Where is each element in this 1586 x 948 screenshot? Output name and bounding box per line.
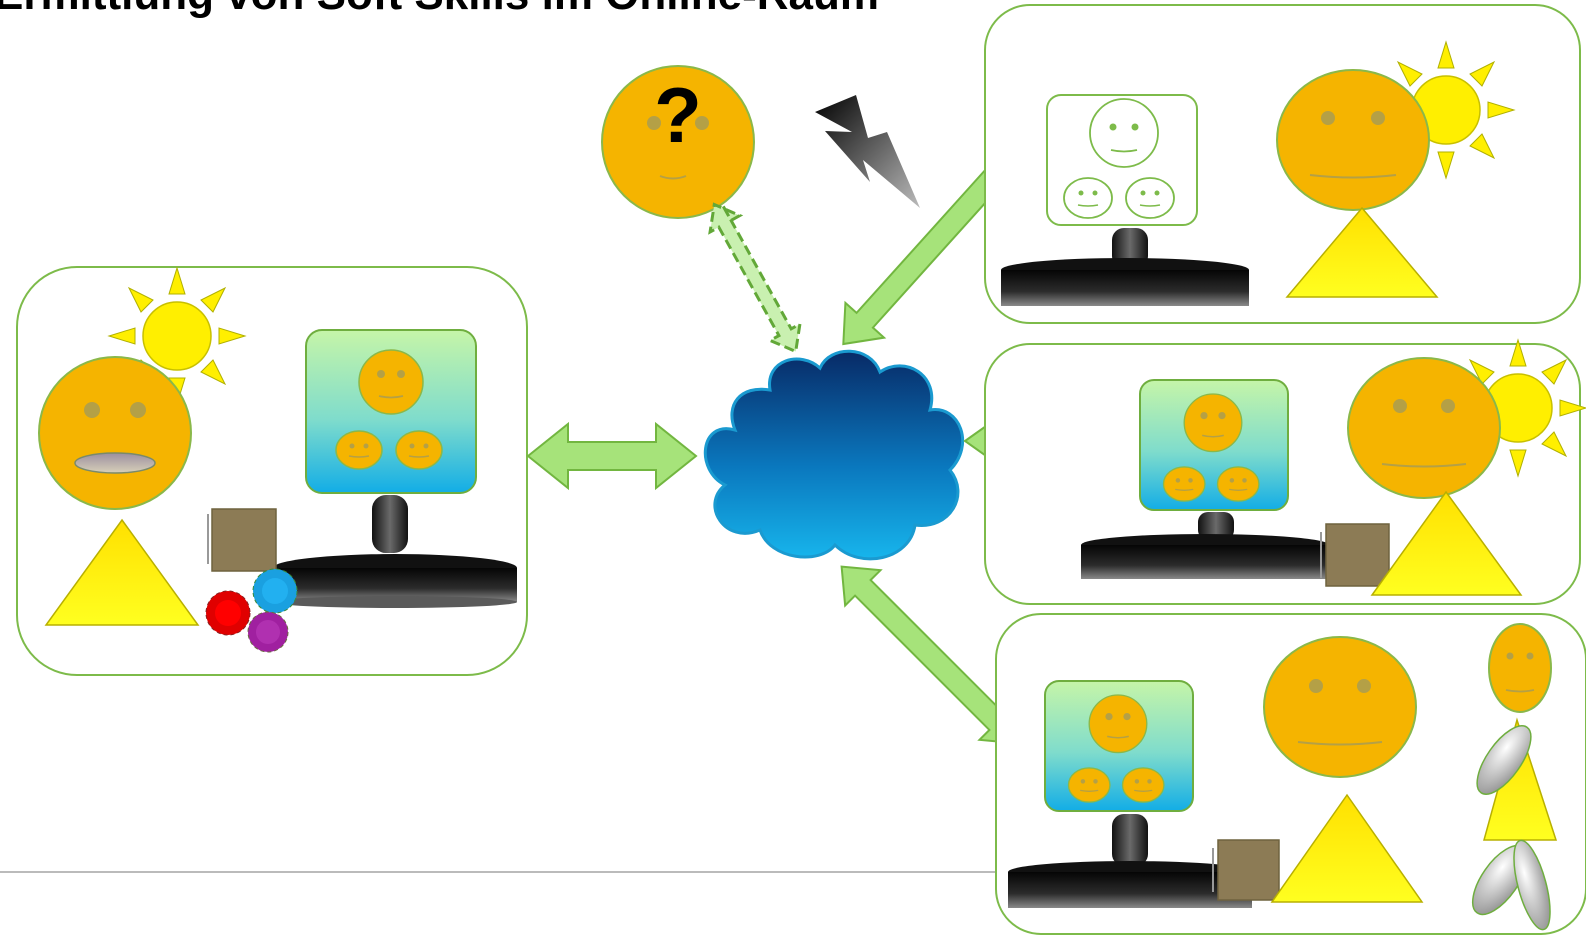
- questioning-face-icon: ?: [601, 65, 755, 219]
- smiling-face-icon: [1263, 636, 1417, 778]
- smiling-face-icon: [1276, 69, 1430, 211]
- small-figure-icon: [1471, 623, 1558, 931]
- computer-monitor-icon: [1001, 94, 1249, 306]
- computer-monitor-icon: [1081, 379, 1329, 579]
- body-triangle-icon: [44, 518, 200, 626]
- internet-cloud-icon: [703, 349, 965, 561]
- computer-monitor-icon: [273, 329, 517, 608]
- bottom-right-participant-group: [995, 613, 1586, 935]
- dashed-arrow-connector: [708, 202, 802, 354]
- sun-icon: [108, 267, 246, 405]
- body-triangle-icon: [1370, 490, 1523, 596]
- body-triangle-icon: [1270, 793, 1424, 903]
- body-triangle-icon: [1285, 206, 1439, 298]
- webcam-icon: [211, 508, 277, 572]
- top-right-participant-group: [984, 4, 1581, 324]
- smiling-face-icon: [1347, 357, 1501, 499]
- slide-title: Ermittlung von Soft Skills im Online-Rau…: [0, 0, 879, 20]
- gears-icon: [205, 568, 298, 653]
- middle-right-participant-group: [984, 339, 1586, 605]
- lightning-bolt-icon: [815, 95, 920, 208]
- webcam-icon: [1217, 839, 1280, 901]
- webcam-icon: [1325, 523, 1390, 587]
- double-arrow-connector-left: [526, 421, 698, 491]
- question-mark-icon: ?: [654, 71, 702, 159]
- left-participant-group: [16, 266, 528, 676]
- computer-monitor-icon: [1008, 680, 1252, 908]
- surprised-face-icon: [38, 356, 192, 510]
